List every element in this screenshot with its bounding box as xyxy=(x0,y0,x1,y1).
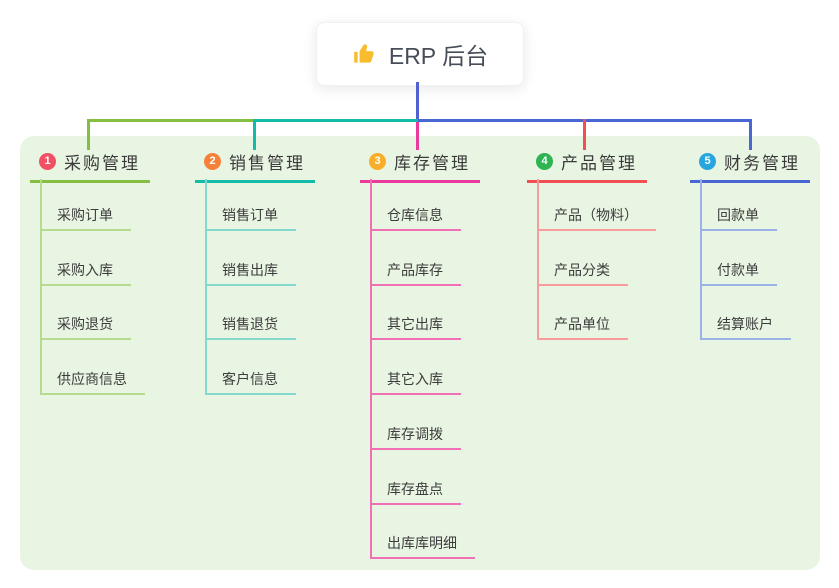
connector-line xyxy=(416,82,419,122)
branch-title-label: 财务管理 xyxy=(724,154,800,173)
branch-child-connector xyxy=(205,179,207,396)
priority-badge: 2 xyxy=(204,153,221,170)
connector-line xyxy=(253,119,256,150)
child-node[interactable]: 回款单 xyxy=(700,193,777,231)
branch-header-5[interactable]: 5 财务管理 xyxy=(690,146,810,183)
connector-line xyxy=(87,119,254,122)
child-node[interactable]: 客户信息 xyxy=(205,357,296,396)
root-node[interactable]: ERP 后台 xyxy=(316,22,524,86)
connector-line xyxy=(583,119,586,150)
child-node[interactable]: 产品库存 xyxy=(370,248,461,286)
branch-title-label: 产品管理 xyxy=(561,154,637,173)
child-node[interactable]: 其它出库 xyxy=(370,302,461,341)
child-node[interactable]: 产品单位 xyxy=(537,302,628,341)
priority-badge: 1 xyxy=(39,153,56,170)
priority-badge: 5 xyxy=(699,153,716,170)
connector-line xyxy=(416,122,419,150)
child-node[interactable]: 销售退货 xyxy=(205,302,296,341)
branch-child-connector xyxy=(370,179,372,560)
child-node[interactable]: 采购入库 xyxy=(40,248,131,286)
child-node[interactable]: 销售出库 xyxy=(205,248,296,286)
child-node[interactable]: 付款单 xyxy=(700,248,777,286)
branch-title-label: 采购管理 xyxy=(64,154,140,173)
branch-header-2[interactable]: 2 销售管理 xyxy=(195,146,315,183)
branch-child-connector xyxy=(40,179,42,396)
child-node[interactable]: 产品分类 xyxy=(537,248,628,286)
priority-badge: 3 xyxy=(369,153,386,170)
branch-title-label: 销售管理 xyxy=(229,154,305,173)
branch-child-connector xyxy=(537,179,539,341)
child-node[interactable]: 采购退货 xyxy=(40,302,131,341)
connector-line xyxy=(749,119,752,150)
child-node[interactable]: 产品（物料） xyxy=(537,193,656,231)
child-node[interactable]: 结算账户 xyxy=(700,302,791,341)
priority-badge: 4 xyxy=(536,153,553,170)
child-node[interactable]: 仓库信息 xyxy=(370,193,461,231)
branch-title-label: 库存管理 xyxy=(394,154,470,173)
child-node[interactable]: 供应商信息 xyxy=(40,357,145,396)
connector-line xyxy=(87,119,90,150)
child-node[interactable]: 库存调拨 xyxy=(370,412,461,450)
branch-header-1[interactable]: 1 采购管理 xyxy=(30,146,150,183)
child-node[interactable]: 其它入库 xyxy=(370,357,461,396)
child-node[interactable]: 库存盘点 xyxy=(370,467,461,505)
connector-line xyxy=(253,119,418,122)
branch-child-connector xyxy=(700,179,702,341)
branch-header-4[interactable]: 4 产品管理 xyxy=(527,146,647,183)
child-node[interactable]: 销售订单 xyxy=(205,193,296,231)
child-node[interactable]: 出库库明细 xyxy=(370,521,475,560)
child-node[interactable]: 采购订单 xyxy=(40,193,131,231)
thumbs-up-icon xyxy=(352,41,378,67)
branches-panel xyxy=(20,136,820,570)
branch-header-3[interactable]: 3 库存管理 xyxy=(360,146,480,183)
root-title: ERP 后台 xyxy=(388,43,489,69)
